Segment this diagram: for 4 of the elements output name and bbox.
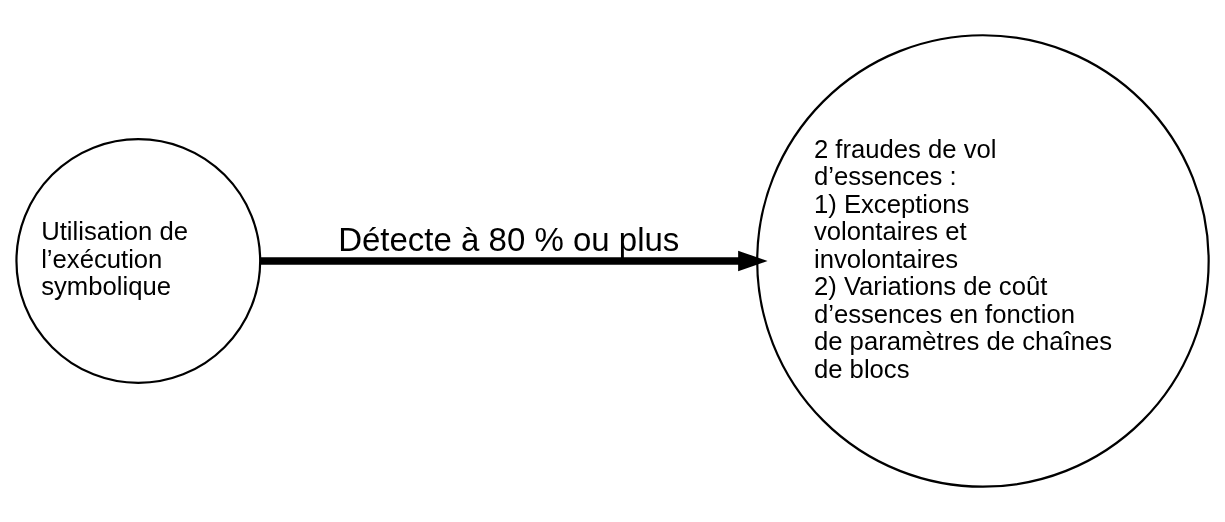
arrow bbox=[260, 250, 768, 272]
edge-label: Détecte à 80 % ou plus bbox=[338, 220, 680, 258]
node-circle: Utilisation de l’exécution symbolique bbox=[15, 138, 262, 384]
node-circle: 2 fraudes de vol d’essences : 1) Exceptions volontaires et involontaires 2) Variations de coût d’essences en fonction de paramètres de chaînes de blocs bbox=[756, 34, 1210, 488]
